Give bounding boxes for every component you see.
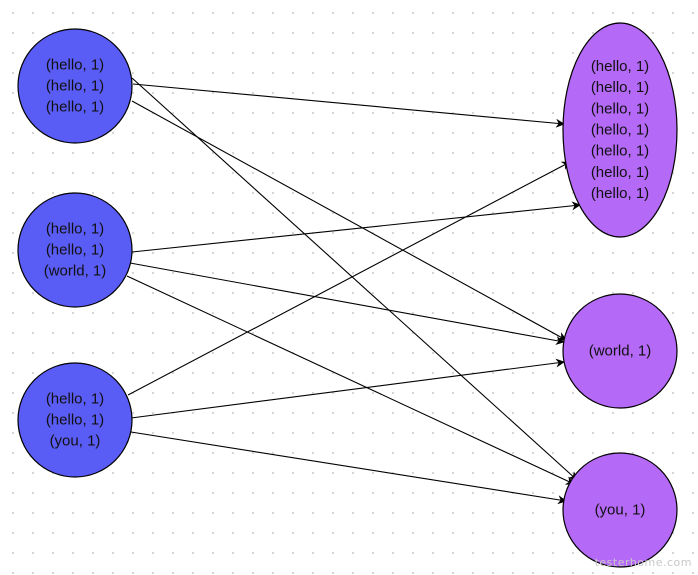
edge-map-1-to-reduce-world <box>131 100 567 341</box>
map-2-line-3: (world, 1) <box>44 263 107 280</box>
map-1-line-2: (hello, 1) <box>46 78 104 95</box>
reduce-hello-node: (hello, 1) (hello, 1) (hello, 1) (hello, 1)… <box>562 22 678 238</box>
reduce-hello-line-2: (hello, 1) <box>591 79 649 96</box>
map-3-shape <box>17 362 133 478</box>
map-3-node: (hello, 1) (hello, 1) (you, 1) <box>17 362 133 478</box>
reduce-hello-line-5: (hello, 1) <box>591 143 649 160</box>
edge-map-3-to-reduce-world <box>130 358 565 419</box>
map-1-line-1: (hello, 1) <box>46 56 104 73</box>
watermark-text: testerhome.com <box>594 556 692 569</box>
reduce-hello-line-7: (hello, 1) <box>591 185 649 202</box>
reduce-world-shape <box>562 293 678 409</box>
map-3-line-1: (hello, 1) <box>46 390 104 407</box>
map-3-line-3: (you, 1) <box>50 433 101 450</box>
reduce-hello-line-4: (hello, 1) <box>591 122 649 139</box>
map-2-line-1: (hello, 1) <box>46 220 104 237</box>
map-3-line-2: (hello, 1) <box>46 412 104 429</box>
edge-map-1-to-reduce-hello <box>132 83 565 128</box>
edge-map-3-to-reduce-you <box>130 431 567 505</box>
edge-map-1-to-reduce-you <box>131 77 578 481</box>
nodes-layer: (hello, 1)(hello, 1)(hello, 1)(hello, 1)… <box>17 22 678 568</box>
reduce-hello-line-1: (hello, 1) <box>591 58 649 75</box>
edge-map-2-to-reduce-you <box>126 275 575 485</box>
map-1-shape <box>17 28 133 144</box>
map-2-node: (hello, 1) (hello, 1) (world, 1) <box>17 192 133 308</box>
map-2-shape <box>17 192 133 308</box>
reduce-hello-shape <box>562 22 678 238</box>
edge-map-2-to-reduce-hello <box>131 201 581 253</box>
edge-map-2-to-reduce-world <box>129 262 565 345</box>
edges-layer <box>126 77 581 505</box>
reduce-you-line-1: (you, 1) <box>595 502 646 519</box>
reduce-hello-line-3: (hello, 1) <box>591 100 649 117</box>
reduce-world-line-1: (world, 1) <box>589 343 652 360</box>
map-2-line-2: (hello, 1) <box>46 242 104 259</box>
reduce-hello-line-6: (hello, 1) <box>591 164 649 181</box>
edge-map-3-to-reduce-hello <box>127 161 571 396</box>
reduce-world-node: (world, 1) <box>562 293 678 409</box>
reduce-you-shape <box>562 452 678 568</box>
map-1-node: (hello, 1) (hello, 1) (hello, 1) <box>17 28 133 144</box>
map-1-line-3: (hello, 1) <box>46 99 104 116</box>
reduce-you-node: (you, 1) <box>562 452 678 568</box>
